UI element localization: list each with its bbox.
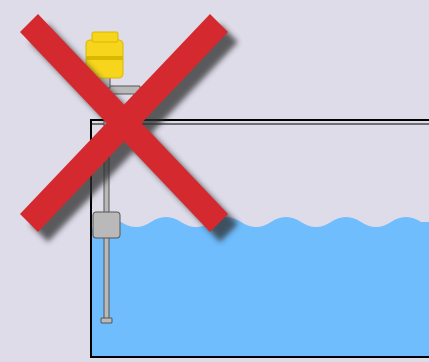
float	[92, 211, 121, 239]
probe-end-stop	[100, 317, 113, 324]
liquid	[91, 217, 429, 358]
cross-mark-icon	[20, 14, 238, 242]
tank-wall	[90, 119, 429, 358]
sensor-housing-band	[86, 56, 123, 60]
sensor-cap	[91, 31, 119, 43]
cross-stroke-2	[20, 14, 228, 232]
